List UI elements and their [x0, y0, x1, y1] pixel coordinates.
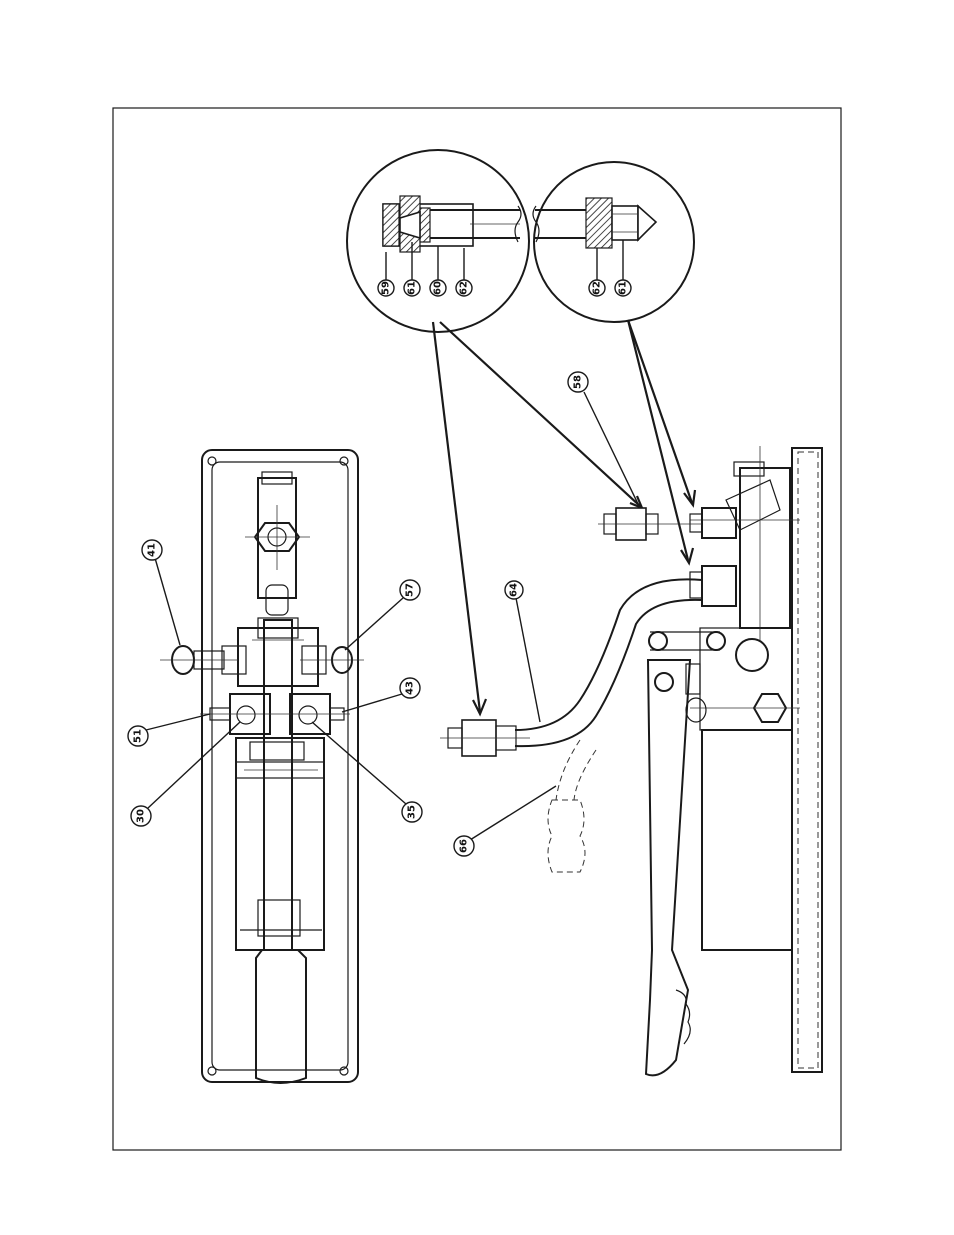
svg-text:35: 35	[407, 805, 418, 819]
callout-60: 60	[430, 280, 446, 296]
svg-text:58: 58	[573, 375, 584, 389]
detail-view-left	[347, 150, 529, 332]
callout-66: 66	[454, 836, 474, 856]
callout-62: 62	[456, 280, 472, 296]
callout-61-right: 61	[615, 280, 631, 296]
callout-51: 51	[128, 726, 148, 746]
svg-text:66: 66	[459, 839, 470, 853]
svg-text:30: 30	[136, 809, 147, 823]
svg-text:41: 41	[147, 543, 158, 557]
callout-57: 57	[400, 580, 420, 600]
svg-text:61: 61	[618, 281, 629, 295]
top-view-callouts: 41 57 43 51 30 35	[128, 540, 422, 826]
svg-text:51: 51	[133, 729, 144, 743]
svg-text:43: 43	[405, 681, 416, 695]
svg-text:61: 61	[407, 281, 418, 295]
side-view-assembly	[440, 446, 822, 1075]
callout-62-right: 62	[589, 280, 605, 296]
callout-58: 58	[568, 372, 588, 392]
callout-35: 35	[402, 802, 422, 822]
callout-30: 30	[131, 806, 151, 826]
side-view-callouts: 58 64 66	[454, 372, 640, 856]
detail-arrows	[433, 320, 695, 714]
svg-text:64: 64	[509, 583, 520, 597]
page-frame	[113, 108, 841, 1150]
svg-text:62: 62	[459, 281, 470, 295]
detail-left-callouts: 59 61 60 62	[378, 242, 472, 296]
callout-43: 43	[400, 678, 420, 698]
callout-61: 61	[404, 280, 420, 296]
svg-text:62: 62	[592, 281, 603, 295]
svg-text:59: 59	[381, 281, 392, 295]
svg-text:57: 57	[405, 583, 416, 597]
top-view-assembly	[160, 450, 364, 1083]
callout-41: 41	[142, 540, 162, 560]
callout-59: 59	[378, 280, 394, 296]
svg-text:60: 60	[433, 281, 444, 295]
callout-64: 64	[505, 581, 523, 599]
detail-view-right	[533, 162, 694, 322]
